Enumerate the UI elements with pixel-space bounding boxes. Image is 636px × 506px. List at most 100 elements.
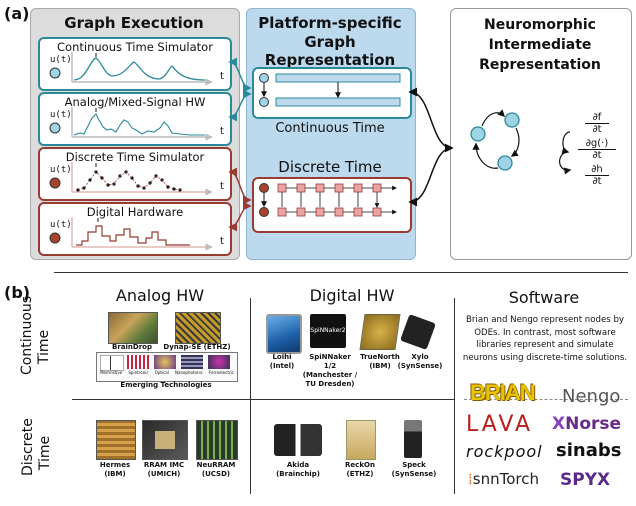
lava-logo: LAVA <box>466 412 533 437</box>
caption-line: Xylo <box>411 353 429 361</box>
eq-numerator: ∂h <box>585 164 609 176</box>
hermes-image <box>96 420 136 460</box>
caption-line: TU Dresden) <box>305 380 355 388</box>
nengo-logo-text: Nengo <box>562 386 621 407</box>
spinnaker-image: SpiNNaker2 <box>310 314 346 348</box>
caption-line: (SynSense) <box>397 362 443 370</box>
caption-line: (IBM) <box>104 470 126 478</box>
equation-df-dt: ∂f ∂t <box>585 112 609 135</box>
emerging-label: Optical <box>154 370 169 375</box>
panel-b-label: (b) <box>4 283 31 302</box>
loihi-image <box>266 314 302 354</box>
norse-logo: XNorse <box>552 414 622 434</box>
caption-line: (UCSD) <box>201 470 231 478</box>
row-label-line: Continuous <box>19 295 35 375</box>
spinnaker-caption: SpiNNaker 1/2(Manchester /TU Dresden) <box>302 353 358 389</box>
caption-line: TrueNorth <box>360 353 400 361</box>
row-label-line: Discrete <box>20 418 36 476</box>
card-plots <box>49 52 636 260</box>
emerging-item-optical <box>154 355 176 369</box>
braindrop-image <box>108 312 158 344</box>
panel-a-diagrams <box>228 57 572 232</box>
speck-image <box>404 420 422 458</box>
neuron-icon <box>49 177 61 189</box>
row-label-line: Time <box>37 435 53 471</box>
eq-denominator: ∂t <box>592 176 602 187</box>
emerging-item-spintronic <box>127 355 149 369</box>
akida-caption: Akida(Brainchip) <box>270 461 326 479</box>
rram-imc-image <box>142 420 188 460</box>
caption-line: (IBM) <box>369 362 391 370</box>
card-title: Analog/Mixed-Signal HW <box>64 95 206 109</box>
truenorth-image <box>359 314 401 350</box>
akida-image <box>274 424 322 456</box>
neuromorphic-title-line1: Neuromorphic <box>484 17 596 33</box>
grid-vline-1 <box>250 298 251 494</box>
truenorth-caption: TrueNorth(IBM) <box>356 353 404 371</box>
caption-line: Hermes <box>99 461 131 469</box>
card-title: Discrete Time Simulator <box>65 150 205 164</box>
axis-y-label: u(t) <box>50 110 72 120</box>
card-title: Continuous Time Simulator <box>57 40 213 54</box>
axis-x-label: t <box>220 181 224 192</box>
ir-node <box>504 112 520 128</box>
node-icon <box>259 183 269 193</box>
xylo-caption: Xylo(SynSense) <box>396 353 444 371</box>
neuron-icon <box>49 67 61 79</box>
caption-line: (Brainchip) <box>276 470 320 478</box>
eq-numerator: ∂g(·) <box>578 138 616 150</box>
caption-line: ReckOn <box>345 461 375 469</box>
platform-title-line2: Graph Representation <box>264 33 396 69</box>
equation-dh-dt: ∂h ∂t <box>585 164 609 187</box>
eq-denominator: ∂t <box>592 150 602 161</box>
hermes-caption: Hermes(IBM) <box>90 461 140 479</box>
ir-node <box>470 126 486 142</box>
sinabs-logo-text: sinabs <box>556 440 622 461</box>
analog-hw-header: Analog HW <box>115 286 205 305</box>
graph-execution-title: Graph Execution <box>64 14 204 32</box>
emerging-label: Nanophotonic <box>175 370 203 375</box>
emerging-item-labels: Memristive Spintronic Optical Nanophoton… <box>97 370 237 375</box>
norse-logo-text: Norse <box>565 414 622 434</box>
software-description: Brian and Nengo represent nodes by ODEs.… <box>462 315 628 363</box>
caption-line: Speck <box>402 461 426 469</box>
caption-line: RRAM IMC <box>143 461 185 469</box>
spyx-logo: SPYX <box>560 470 610 490</box>
digital-hw-header: Digital HW <box>309 286 395 305</box>
emerging-item-ferroelectric <box>208 355 230 369</box>
axis-y-label: u(t) <box>50 55 72 65</box>
rram-imc-caption: RRAM IMC(UMICH) <box>136 461 192 479</box>
caption-line: (Intel) <box>269 362 295 370</box>
neurram-caption: NeuRRAM(UCSD) <box>190 461 242 479</box>
neuron-icon <box>49 122 61 134</box>
grid-hline-software <box>464 399 628 400</box>
caption-line: Loihi <box>272 353 292 361</box>
node-icon <box>259 73 269 83</box>
axis-x-label: t <box>220 236 224 247</box>
loihi-caption: Loihi(Intel) <box>258 353 306 371</box>
emerging-item-nanophotonic <box>181 355 203 369</box>
speck-caption: Speck(SynSense) <box>390 461 438 479</box>
caption-line: (ETHZ) <box>346 470 374 478</box>
card-title: Digital Hardware <box>86 205 184 219</box>
neuron-icon <box>49 232 61 244</box>
ir-node <box>497 155 513 171</box>
rockpool-logo: rockpool <box>466 442 543 461</box>
neuromorphic-title-line3: Representation <box>479 57 601 73</box>
spyx-logo-text: SPYX <box>560 470 611 490</box>
axis-y-label: u(t) <box>50 165 72 175</box>
caption-line: NeuRRAM <box>196 461 236 469</box>
lava-logo-text: LAVA <box>466 412 534 437</box>
caption-line: Akida <box>286 461 310 469</box>
xylo-image <box>400 314 436 350</box>
spinnaker-chip-label: SpiNNaker2 <box>310 327 346 334</box>
axis-x-label: t <box>220 71 224 82</box>
caption-line: (SynSense) <box>391 470 437 478</box>
dynap-se-image <box>175 312 221 344</box>
emerging-tech-caption: Emerging Technologies <box>120 381 212 389</box>
rockpool-logo-text: rockpool <box>466 442 543 461</box>
panel-divider <box>54 272 628 273</box>
discrete-time-label: Discrete Time <box>278 158 382 176</box>
emerging-item-memristive <box>100 355 124 371</box>
